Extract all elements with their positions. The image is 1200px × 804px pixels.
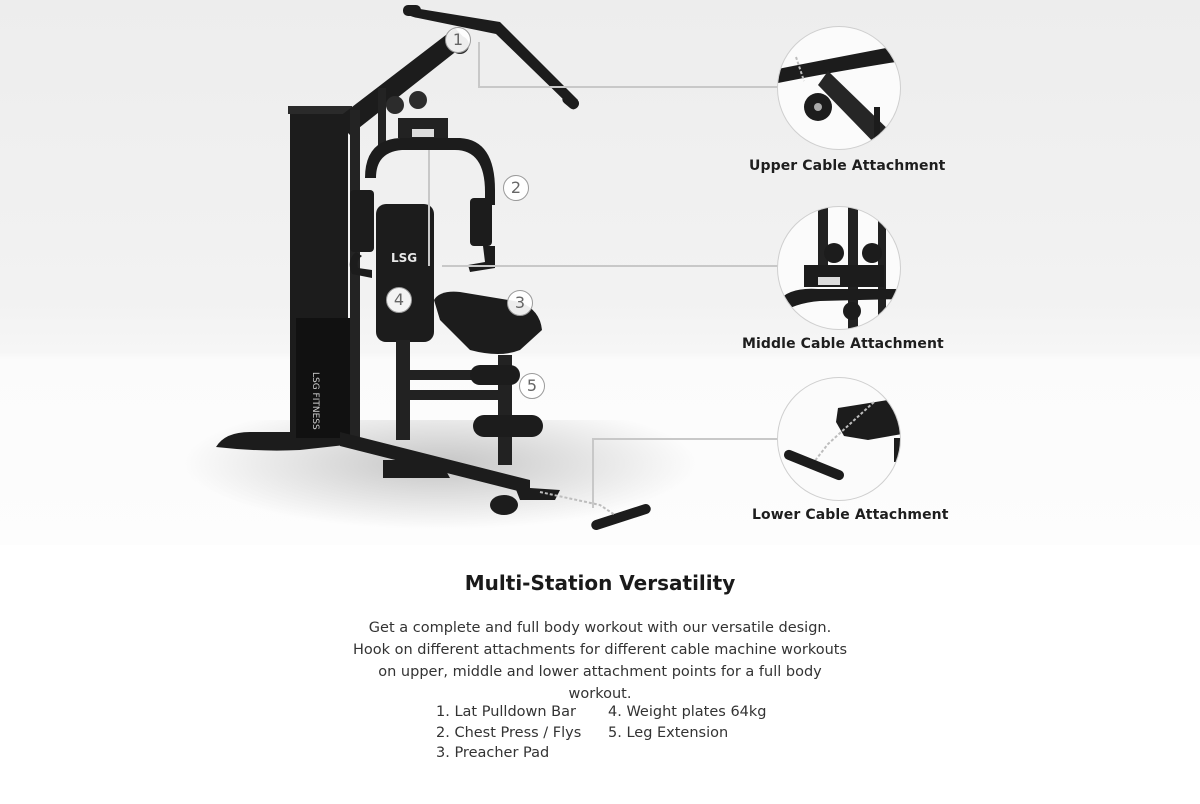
feature-item: 3. Preacher Pad	[436, 745, 550, 761]
feature-list-column-2: 4. Weight plates 64kg 5. Leg Extension	[608, 702, 767, 764]
feature-list-column-1: 1. Lat Pulldown Bar 2. Chest Press / Fly…	[436, 702, 608, 764]
part-marker-3: 3	[507, 290, 533, 316]
frame-print: LSG FITNESS	[310, 372, 320, 430]
middle-cable-detail-image	[777, 206, 901, 330]
section-description: Get a complete and full body workout wit…	[352, 620, 848, 702]
feature-item: 1. Lat Pulldown Bar	[436, 704, 576, 720]
leader-line-lower-vertical	[592, 438, 594, 508]
leader-line-middle-horizontal	[442, 265, 778, 267]
lower-cable-attachment-label: Lower Cable Attachment	[752, 507, 949, 523]
leader-line-middle-vertical	[428, 150, 430, 266]
leader-line-upper-vertical	[478, 42, 480, 88]
feature-item: 4. Weight plates 64kg	[608, 704, 767, 720]
part-marker-4: 4	[386, 287, 412, 313]
product-hero-image: LSG LSG FITNESS 1 2 3 4 5 Upper Cable At…	[0, 0, 1200, 545]
feature-list: 1. Lat Pulldown Bar 2. Chest Press / Fly…	[436, 702, 767, 764]
middle-cable-attachment-label: Middle Cable Attachment	[742, 336, 944, 352]
backrest-logo: LSG	[391, 251, 417, 265]
section-title: Multi-Station Versatility	[464, 571, 736, 595]
feature-item: 2. Chest Press / Flys	[436, 724, 582, 741]
part-marker-5: 5	[519, 373, 545, 399]
part-marker-2: 2	[503, 175, 529, 201]
lower-cable-detail-image	[777, 377, 901, 501]
upper-cable-attachment-label: Upper Cable Attachment	[749, 158, 946, 174]
leader-line-lower-horizontal	[592, 438, 778, 440]
home-gym-machine-illustration: LSG LSG FITNESS	[216, 5, 651, 531]
upper-cable-detail-image	[777, 26, 901, 150]
part-marker-1: 1	[445, 27, 471, 53]
feature-item: 5. Leg Extension	[608, 724, 729, 741]
leader-line-upper-horizontal	[478, 86, 778, 88]
